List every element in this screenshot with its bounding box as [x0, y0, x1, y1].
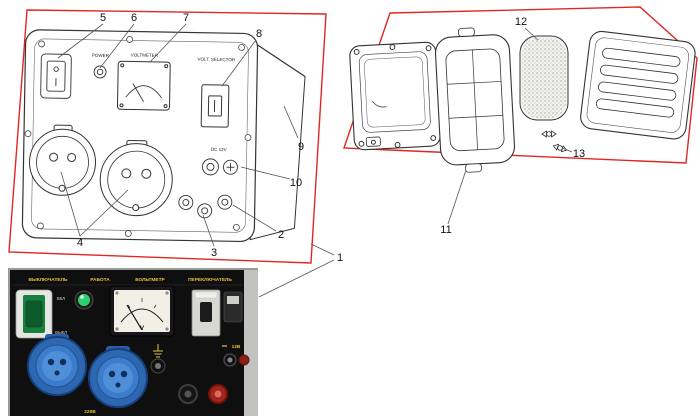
callout-9: 9	[298, 141, 304, 153]
engine-switch-drawing	[40, 53, 72, 99]
right-highlight-outline	[343, 6, 698, 164]
wing-nut-2	[552, 143, 568, 153]
photo-ground-terminal	[150, 344, 166, 374]
voltmeter-label: VOLTMETER	[131, 52, 159, 57]
dc-breaker-drawing	[202, 158, 238, 176]
callout-12: 12	[515, 16, 527, 28]
dc-label: DC 12V	[211, 147, 227, 152]
wing-nut-1	[541, 130, 557, 138]
strip-label-selector: ПЕРЕКЛЮЧАТЕЛЬ	[188, 277, 232, 283]
ac-socket-1-drawing	[29, 124, 97, 196]
photo-terminal-red	[208, 384, 228, 404]
switch-on-label: ВКЛ	[57, 296, 65, 301]
dc-terminals-drawing	[178, 194, 233, 219]
photo-ac-socket-1	[27, 334, 87, 396]
voltmeter-drawing	[116, 60, 171, 111]
breaker-drawing	[200, 84, 230, 128]
photo-engine-switch	[15, 289, 53, 339]
filter-foam-element	[519, 35, 569, 121]
callout-11: 11	[440, 224, 451, 236]
photo-terminal-black	[178, 384, 198, 404]
callout-3: 3	[211, 247, 217, 259]
photo-run-indicator	[74, 290, 94, 310]
selector-label: VOLT. SELECTOR	[197, 57, 235, 63]
callout-2: 2	[278, 229, 284, 241]
callout-7: 7	[183, 12, 189, 24]
filter-cover	[580, 30, 696, 140]
filter-back-plate	[349, 41, 441, 151]
photo-breaker	[191, 289, 221, 337]
left-highlight-outline	[8, 9, 327, 264]
callout-8: 8	[256, 28, 262, 40]
strip-label-switch: ВЫКЛЮЧАТЕЛЬ	[29, 277, 68, 283]
power-label: POWER	[92, 53, 110, 58]
strip-label-voltmeter: ВОЛЬТМЕТР	[135, 277, 165, 283]
leader-lines	[57, 23, 573, 298]
photo-side-module	[223, 291, 243, 323]
callout-numbers: 5 6 7 8 9 10 2 3 4 1 11 12 13	[77, 12, 585, 264]
photo-right-edge	[244, 270, 258, 416]
power-indicator-drawing	[93, 65, 107, 79]
filter-housing	[434, 27, 516, 173]
callout-4: 4	[77, 237, 83, 249]
switch-off-label: ВЫКЛ	[55, 330, 67, 335]
strip-label-run: РАБОТА	[90, 277, 110, 283]
callout-5: 5	[100, 12, 106, 24]
ac-socket-2-drawing	[99, 139, 173, 217]
dc-12v-label: 12В	[232, 344, 241, 350]
ac-220v-label: 220В	[84, 409, 96, 415]
control-panel-drawing: POWER VOLTMETER VOLT. SELECTOR DC 12V	[21, 29, 306, 243]
callout-6: 6	[131, 12, 137, 24]
panel-screws	[24, 36, 252, 237]
callout-10: 10	[290, 177, 302, 189]
photo-ac-socket-2	[88, 346, 148, 408]
air-filter-exploded-drawing	[349, 27, 696, 173]
callout-1: 1	[337, 252, 343, 264]
panel-photo: ВЫКЛЮЧАТЕЛЬ РАБОТА ВОЛЬТМЕТР ПЕРЕКЛЮЧАТЕ…	[8, 268, 258, 416]
photo-dc-cap	[238, 354, 250, 366]
callout-13: 13	[573, 148, 585, 160]
photo-voltmeter: V	[109, 285, 175, 337]
